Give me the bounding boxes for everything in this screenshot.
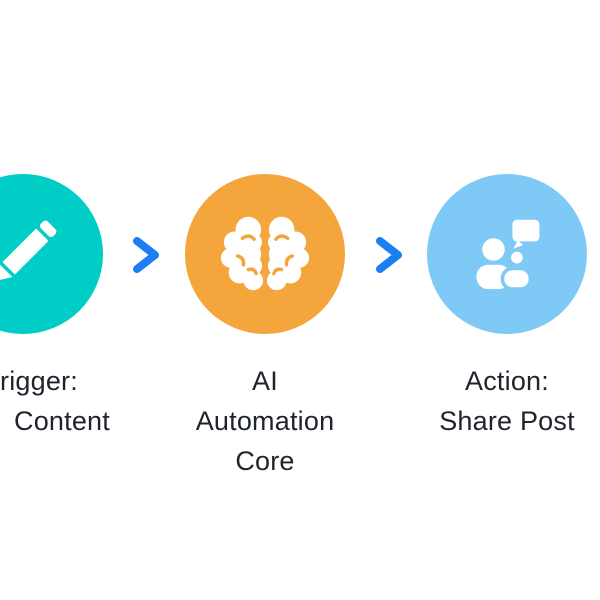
trigger-circle[interactable] — [0, 174, 103, 334]
pencil-icon — [0, 220, 57, 281]
ai-core-label: AI Automation Core — [165, 361, 365, 481]
ai-core-label-line: Core — [235, 446, 295, 476]
ai-core-label-line: Automation — [195, 406, 335, 436]
chevron-right-icon — [133, 237, 159, 273]
action-label-line: Action: — [465, 366, 549, 396]
action-circle[interactable] — [427, 174, 587, 334]
action-label: Action: Share Post — [407, 361, 600, 441]
ai-core-circle[interactable] — [185, 174, 345, 334]
people-chat-icon — [476, 219, 540, 291]
chevron-right-icon — [376, 237, 402, 273]
trigger-label-line: rigger: — [0, 366, 78, 396]
trigger-label: rigger: Content — [0, 361, 110, 441]
ai-core-label-line: AI — [252, 366, 278, 396]
brain-icon — [220, 216, 310, 291]
trigger-label-line: Content — [14, 406, 110, 436]
action-label-line: Share Post — [439, 406, 575, 436]
